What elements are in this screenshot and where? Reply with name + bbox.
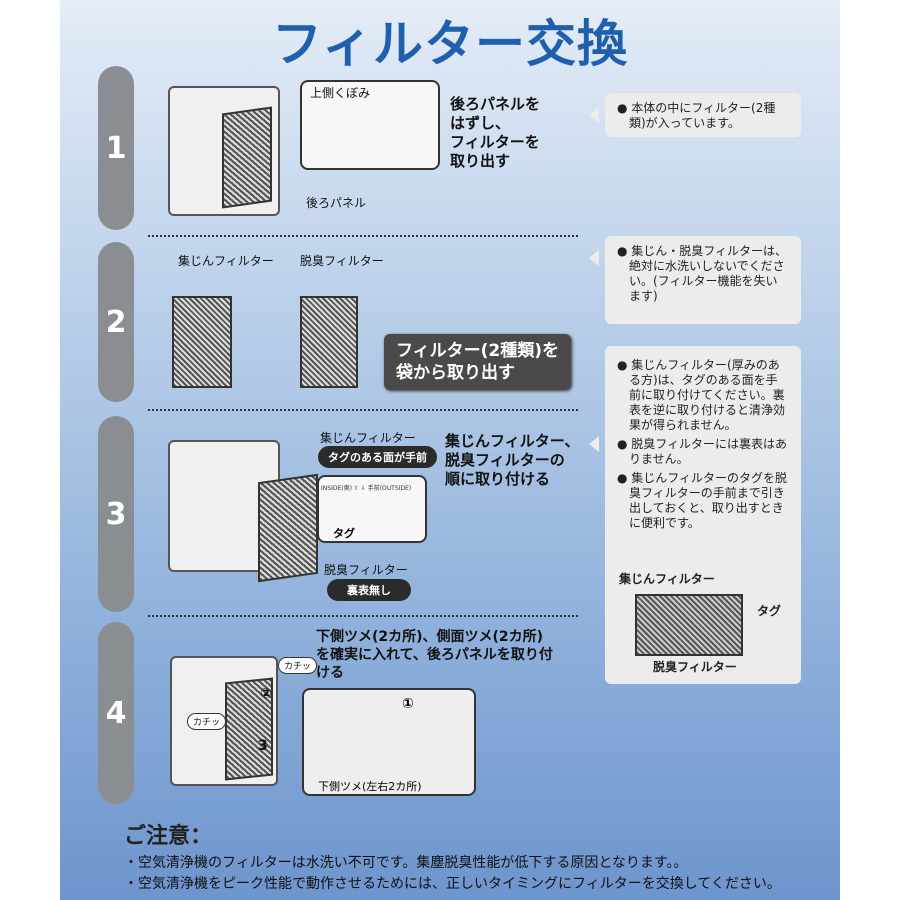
divider <box>148 615 578 617</box>
text-line: を確実に入れて、後ろパネルを取り付 <box>316 647 553 663</box>
note-text: ● 集じんフィルターのタグを脱臭フィルターの手前まで引き出しておくと、取り出すと… <box>617 471 788 530</box>
step-1-note: ● 本体の中にフィルター(2種類)が入っています。 <box>589 93 801 137</box>
top-hollow-inset <box>300 80 440 170</box>
step-number-2: ② <box>260 686 272 702</box>
page-title: フィルター交換 <box>272 15 628 73</box>
text-line: 後ろパネルを <box>450 95 541 113</box>
note-text: ● 集じん・脱臭フィルターは、絶対に水洗いしないでください。(フィルター機能を失… <box>617 244 788 303</box>
text-line: フィルターを <box>450 133 540 151</box>
deodor-filter-label: 脱臭フィルター <box>300 254 384 268</box>
step-3-note: ● 集じんフィルター(厚みのある方)は、タグのある面を手前に取り付けてください。… <box>589 346 801 684</box>
tag-side-badge: タグのある面が手前 <box>318 446 437 468</box>
step-2-instruction: フィルター(2種類)を 袋から取り出す <box>384 334 572 390</box>
step-number-3: 3 <box>258 738 268 754</box>
dust-filter-label: 集じんフィルター <box>178 254 274 268</box>
dust-filter-label: 集じんフィルター <box>320 431 416 445</box>
text-line: フィルター(2種類)を <box>396 341 560 361</box>
step-number-1: ① <box>402 696 414 712</box>
tag-inset: INSIDE(奥) ⇧ ⇩ 手前(OUTSIDE) タグ <box>317 475 427 543</box>
inside-outside-label: INSIDE(奥) ⇧ ⇩ 手前(OUTSIDE) <box>321 485 412 492</box>
click-bubble: カチッ <box>278 657 318 674</box>
divider <box>148 235 578 237</box>
text-line: 袋から取り出す <box>396 363 515 383</box>
text-line: はずし、 <box>450 114 511 132</box>
text-line: 順に取り付ける <box>445 470 551 488</box>
bottom-claws-inset: ① 下側ツメ(左右2カ所) <box>302 688 476 796</box>
caution-line: ・空気清浄機をピーク性能で動作させるためには、正しいタイミングにフィルターを交換… <box>124 876 781 892</box>
back-panel-label: 後ろパネル <box>306 196 367 210</box>
deodor-filter-label: 脱臭フィルター <box>324 563 408 577</box>
text-line: ける <box>316 665 344 681</box>
back-panel-illustration <box>222 106 272 209</box>
divider <box>148 409 578 411</box>
deodor-filter-illustration <box>258 473 318 583</box>
text-line: 下側ツメ(2カ所)、側面ツメ(2カ所) <box>316 629 544 645</box>
text-line: 脱臭フィルターの <box>445 451 565 469</box>
note-text: ● 本体の中にフィルター(2種類)が入っています。 <box>617 101 776 130</box>
text-line: 集じんフィルター、 <box>445 432 580 450</box>
step-4-tab: 4 <box>98 622 134 804</box>
no-side-badge: 裏表無し <box>327 579 411 601</box>
note-text: ● 集じんフィルター(厚みのある方)は、タグのある面を手前に取り付けてください。… <box>617 358 786 432</box>
step-2-note: ● 集じん・脱臭フィルターは、絶対に水洗いしないでください。(フィルター機能を失… <box>589 236 801 324</box>
caution-heading: ご注意： <box>124 824 213 849</box>
step-1-tab: 1 <box>98 66 134 230</box>
diagram-deodor-filter-label: 脱臭フィルター <box>653 660 737 674</box>
dust-filter-illustration <box>172 296 232 388</box>
tag-label: タグ <box>333 527 355 540</box>
step-3-tab: 3 <box>98 416 134 612</box>
caution-line: ・空気清浄機のフィルターは水洗い不可です。集塵脱臭性能が低下する原因となります。… <box>124 855 688 871</box>
bottom-claws-label: 下側ツメ(左右2カ所) <box>318 780 422 793</box>
step-4-instruction: 下側ツメ(2カ所)、側面ツメ(2カ所) を確実に入れて、後ろパネルを取り付 ける <box>316 628 553 682</box>
click-bubble: カチッ <box>187 713 227 730</box>
filter-stack-diagram <box>635 594 743 656</box>
step-3-instruction: 集じんフィルター、 脱臭フィルターの 順に取り付ける <box>445 432 580 489</box>
diagram-tag-label: タグ <box>757 604 782 618</box>
deodor-filter-illustration <box>300 296 358 388</box>
step-2-tab: 2 <box>98 242 134 402</box>
note-text: ● 脱臭フィルターには裏表はありません。 <box>617 437 788 466</box>
step-1-instruction: 後ろパネルを はずし、 フィルターを 取り出す <box>450 95 540 171</box>
top-hollow-label: 上側くぼみ <box>310 86 371 100</box>
text-line: 取り出す <box>450 152 511 170</box>
diagram-dust-filter-label: 集じんフィルター <box>619 572 715 586</box>
